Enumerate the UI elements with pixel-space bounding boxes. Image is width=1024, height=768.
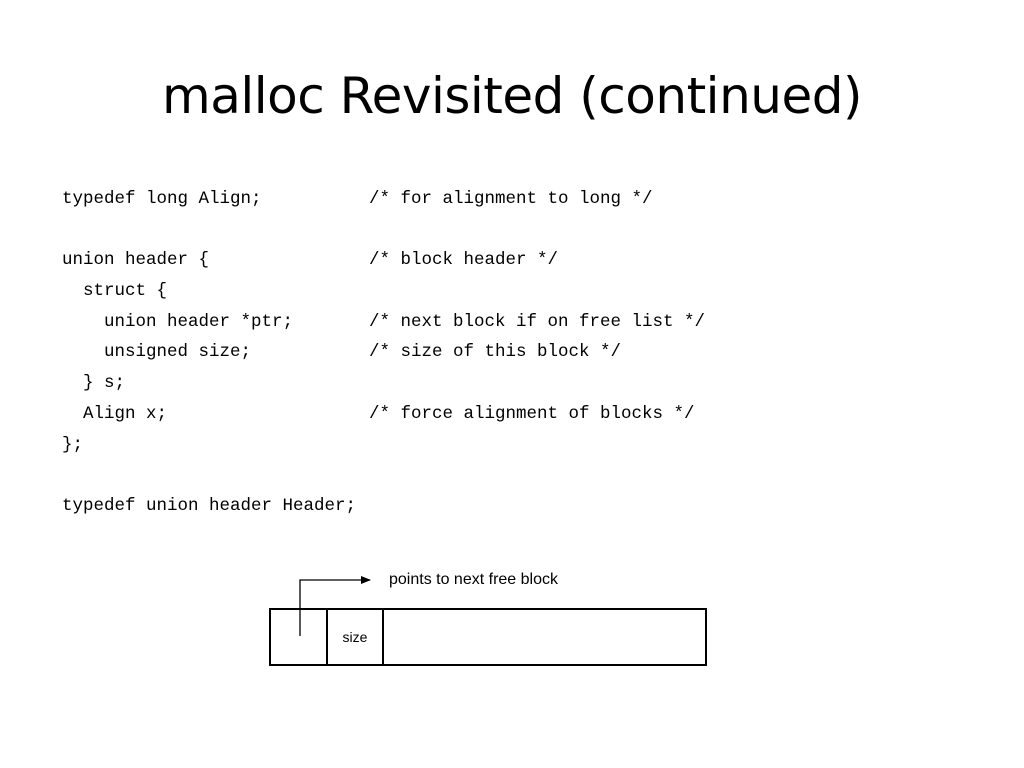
size-cell-label: size xyxy=(342,629,368,645)
code-line: typedef union header Header; xyxy=(62,491,356,522)
slide-title: malloc Revisited (continued) xyxy=(162,67,862,125)
header-block-outline xyxy=(269,608,707,666)
code-text: union header { xyxy=(62,250,210,271)
code-line: }; xyxy=(62,430,104,461)
code-block: typedef long Align; /* for alignment to … xyxy=(62,184,705,522)
code-comment: /* for alignment to long */ xyxy=(369,189,653,209)
code-text: union header *ptr; xyxy=(62,311,294,332)
code-line: union header *ptr; /* next block if on f… xyxy=(62,307,705,338)
code-line: unsigned size; /* size of this block */ xyxy=(62,337,621,368)
next-free-block-label: points to next free block xyxy=(389,571,558,588)
code-text: typedef union header Header; xyxy=(62,495,357,516)
code-comment: /* size of this block */ xyxy=(369,342,622,363)
code-text: }; xyxy=(62,434,84,455)
next-pointer-arrow xyxy=(299,576,371,636)
code-text: unsigned size; xyxy=(62,342,252,363)
code-text: struct { xyxy=(62,281,168,302)
code-text: typedef long Align; xyxy=(62,189,262,209)
code-line: struct { xyxy=(62,276,167,307)
code-line: typedef long Align; /* for alignment to … xyxy=(62,184,653,215)
code-comment: /* next block if on free list */ xyxy=(369,311,706,332)
code-comment: /* block header */ xyxy=(369,250,559,271)
code-line: } s; xyxy=(62,368,125,399)
code-line: union header { /* block header */ xyxy=(62,245,558,276)
code-text: } s; xyxy=(62,373,126,394)
code-line: Align x; /* force alignment of blocks */ xyxy=(62,399,695,430)
code-comment: /* force alignment of blocks */ xyxy=(369,403,695,424)
code-text: Align x; xyxy=(62,403,168,424)
